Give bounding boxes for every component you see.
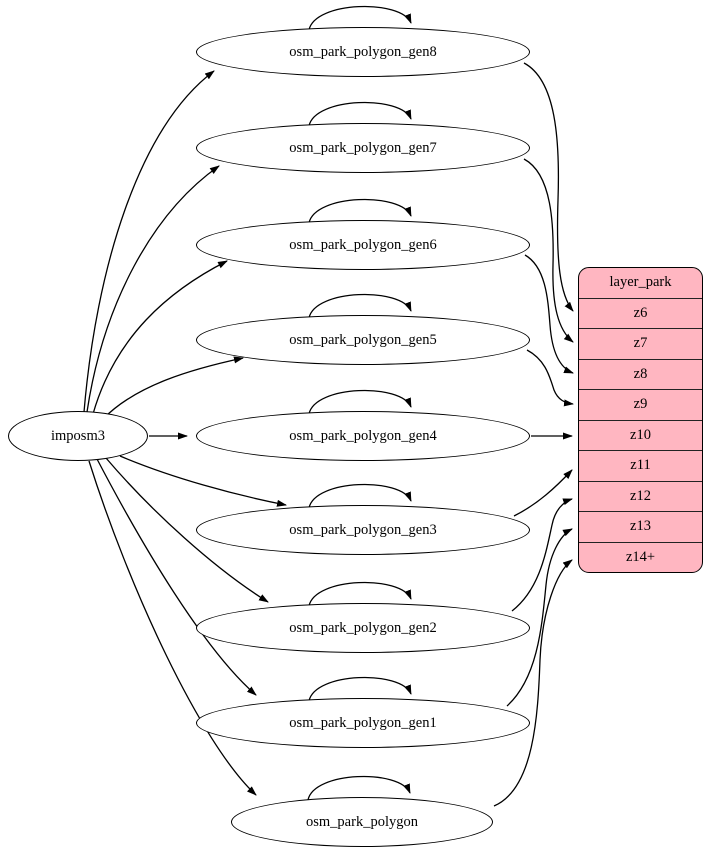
self-loop-gen3 (308, 483, 412, 509)
node-osm-park-polygon-gen7[interactable]: osm_park_polygon_gen7 (196, 123, 530, 173)
self-loop-gen6 (308, 198, 412, 224)
node-label: osm_park_polygon_gen5 (289, 331, 437, 348)
node-label: osm_park_polygon_gen8 (289, 43, 437, 60)
self-loop-osm-park-polygon (307, 775, 411, 801)
node-osm-park-polygon-gen4[interactable]: osm_park_polygon_gen4 (196, 411, 530, 461)
edge-gen5-to-z9 (526, 349, 574, 407)
node-osm-park-polygon-gen5[interactable]: osm_park_polygon_gen5 (196, 315, 530, 365)
node-imposm3-label: imposm3 (51, 427, 105, 444)
node-osm-park-polygon-gen2[interactable]: osm_park_polygon_gen2 (196, 603, 530, 653)
self-loop-gen5 (308, 293, 412, 319)
node-osm-park-polygon-gen3[interactable]: osm_park_polygon_gen3 (196, 505, 530, 555)
node-label: osm_park_polygon (306, 813, 418, 830)
node-label: osm_park_polygon_gen6 (289, 236, 437, 253)
node-label: osm_park_polygon_gen4 (289, 427, 437, 444)
edge-gen7-to-z7 (523, 158, 574, 343)
edge-gen8-to-z6 (523, 62, 574, 312)
node-label: osm_park_polygon_gen1 (289, 714, 437, 731)
edge-imposm3-to-gen7 (86, 165, 220, 413)
layer-row-z7: z7 (579, 328, 702, 359)
layer-row-z6: z6 (579, 297, 702, 329)
edge-gen6-to-z8 (524, 254, 574, 374)
node-label: osm_park_polygon_gen3 (289, 521, 437, 538)
self-loop-gen7 (308, 101, 412, 127)
node-label: osm_park_polygon_gen7 (289, 139, 437, 156)
node-imposm3[interactable]: imposm3 (8, 411, 148, 461)
layer-row-z12: z12 (579, 480, 702, 512)
edge-imposm3-to-gen1 (96, 458, 257, 696)
edge-imposm3-to-osm-park-polygon (88, 460, 257, 796)
node-layer-park[interactable]: layer_park z6 z7 z8 z9 z10 z11 z12 z13 z… (578, 267, 703, 573)
node-osm-park-polygon-gen1[interactable]: osm_park_polygon_gen1 (196, 698, 530, 748)
layer-park-title: layer_park (609, 274, 672, 291)
node-label: osm_park_polygon_gen2 (289, 619, 437, 636)
layer-row-z8: z8 (579, 358, 702, 390)
self-loop-gen2 (308, 581, 412, 607)
layer-row-z13: z13 (579, 511, 702, 542)
node-osm-park-polygon-gen8[interactable]: osm_park_polygon_gen8 (196, 27, 530, 77)
self-loop-gen8 (308, 5, 412, 31)
node-osm-park-polygon-gen6[interactable]: osm_park_polygon_gen6 (196, 220, 530, 270)
node-osm-park-polygon[interactable]: osm_park_polygon (231, 797, 493, 847)
layer-row-z9: z9 (579, 389, 702, 420)
edge-imposm3-to-gen3 (119, 455, 287, 507)
edge-imposm3-to-gen2 (105, 457, 269, 603)
edge-imposm3-to-gen5 (102, 356, 244, 420)
edge-imposm3-to-gen6 (92, 260, 228, 415)
edge-osm-park-polygon-to-z14 (493, 559, 573, 807)
edge-gen2-to-z12 (511, 498, 573, 612)
edge-gen3-to-z11 (513, 469, 573, 517)
layer-row-z10: z10 (579, 419, 702, 451)
self-loop-gen4 (308, 389, 412, 415)
layer-row-z11: z11 (579, 450, 702, 481)
edge-imposm3-to-gen8 (83, 70, 215, 413)
layer-row-z14plus: z14+ (579, 541, 702, 573)
edge-gen1-to-z13 (506, 528, 573, 707)
self-loop-gen1 (308, 676, 412, 702)
